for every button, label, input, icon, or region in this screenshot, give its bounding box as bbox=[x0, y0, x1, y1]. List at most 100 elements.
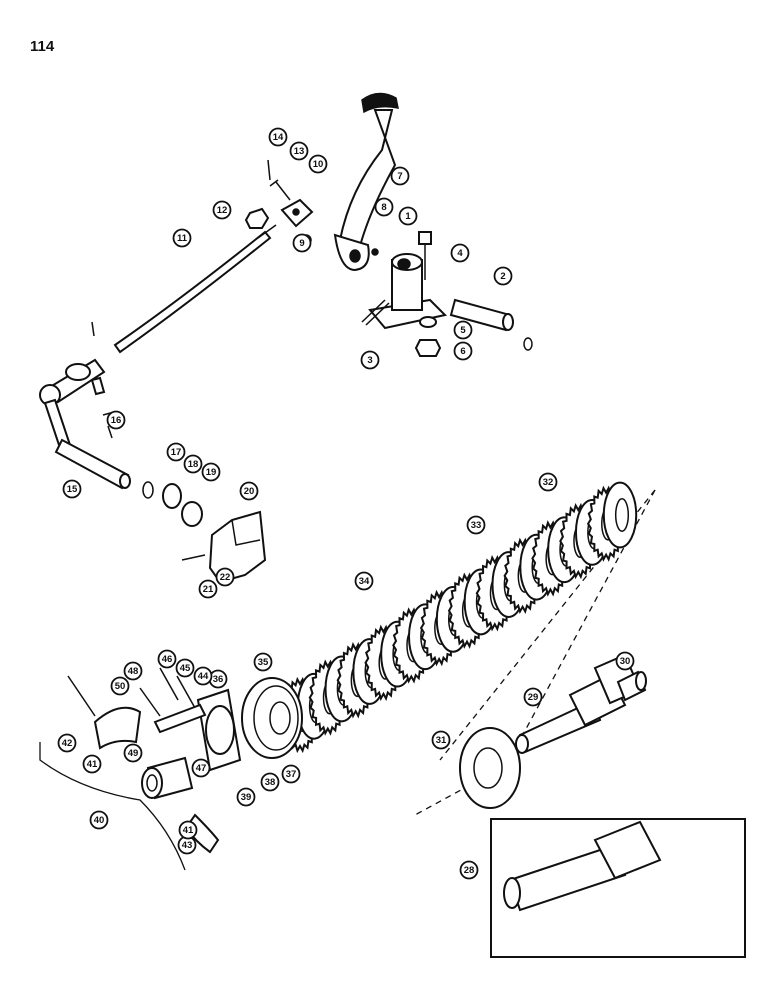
callout-label: 22 bbox=[220, 572, 231, 583]
callout-35: 35 bbox=[253, 652, 273, 672]
pilot-bearing bbox=[616, 670, 647, 702]
callout-label: 42 bbox=[62, 738, 73, 749]
callout-6: 6 bbox=[453, 341, 473, 361]
collar-bolt bbox=[67, 675, 96, 717]
inset-input-shaft bbox=[503, 820, 662, 912]
callout-37: 37 bbox=[281, 764, 301, 784]
callout-label: 6 bbox=[460, 346, 465, 357]
release-bearing bbox=[141, 756, 194, 800]
callout-22: 22 bbox=[215, 567, 235, 587]
callout-label: 39 bbox=[241, 792, 252, 803]
ball bbox=[371, 248, 379, 256]
callout-label: 28 bbox=[464, 865, 475, 876]
callout-label: 1 bbox=[405, 211, 411, 222]
bushing bbox=[181, 501, 203, 527]
callout-41: 41 bbox=[178, 820, 198, 840]
spring-pin bbox=[267, 159, 271, 181]
upper-collar-half bbox=[93, 706, 142, 750]
link bbox=[153, 703, 207, 734]
callout-label: 15 bbox=[67, 484, 78, 495]
callout-label: 19 bbox=[206, 467, 217, 478]
callout-label: 7 bbox=[397, 171, 402, 182]
group-bracket bbox=[39, 742, 186, 871]
clevis-pin bbox=[269, 179, 291, 201]
callout-10: 10 bbox=[308, 154, 328, 174]
pedal-pin bbox=[449, 298, 533, 351]
callout-label: 41 bbox=[87, 759, 98, 770]
callout-46: 46 bbox=[157, 649, 177, 669]
page-number: 114 bbox=[30, 38, 55, 55]
small-pin bbox=[91, 321, 95, 337]
callout-label: 38 bbox=[265, 777, 276, 788]
callout-label: 8 bbox=[381, 202, 386, 213]
callout-label: 45 bbox=[180, 663, 191, 674]
callout-label: 37 bbox=[286, 769, 297, 780]
callout-30: 30 bbox=[615, 651, 635, 671]
callout-layer: 1234567891011121314151617181920212228293… bbox=[57, 127, 635, 880]
callout-49: 49 bbox=[123, 743, 143, 763]
callout-4: 4 bbox=[450, 243, 470, 263]
callout-34: 34 bbox=[354, 571, 374, 591]
callout-31: 31 bbox=[431, 730, 451, 750]
callout-3: 3 bbox=[360, 350, 380, 370]
callout-17: 17 bbox=[166, 442, 186, 462]
callout-9: 9 bbox=[292, 233, 312, 253]
release-fork bbox=[208, 510, 267, 584]
callout-13: 13 bbox=[289, 141, 309, 161]
callout-47: 47 bbox=[191, 758, 211, 778]
callout-28: 28 bbox=[459, 860, 479, 880]
callout-label: 48 bbox=[128, 666, 139, 677]
callout-label: 3 bbox=[367, 355, 372, 366]
callout-label: 21 bbox=[203, 584, 214, 595]
callout-label: 49 bbox=[128, 748, 139, 759]
callout-29: 29 bbox=[523, 687, 543, 707]
callout-40: 40 bbox=[89, 810, 109, 830]
release-housing bbox=[196, 688, 242, 772]
callout-label: 40 bbox=[94, 815, 105, 826]
callout-label: 29 bbox=[528, 692, 539, 703]
callout-label: 30 bbox=[620, 656, 631, 667]
callout-label: 12 bbox=[217, 205, 228, 216]
callout-label: 41 bbox=[183, 825, 194, 836]
jam-nut bbox=[244, 207, 270, 229]
callout-8: 8 bbox=[374, 197, 394, 217]
callout-36: 36 bbox=[208, 669, 228, 689]
inset-box bbox=[490, 818, 746, 958]
callout-41: 41 bbox=[82, 754, 102, 774]
callout-18: 18 bbox=[183, 454, 203, 474]
callout-label: 11 bbox=[177, 233, 188, 244]
callout-label: 36 bbox=[213, 674, 224, 685]
callout-label: 32 bbox=[543, 477, 554, 488]
callout-45: 45 bbox=[175, 658, 195, 678]
callout-11: 11 bbox=[172, 228, 192, 248]
callout-label: 31 bbox=[436, 735, 447, 746]
callout-33: 33 bbox=[466, 515, 486, 535]
callout-14: 14 bbox=[268, 127, 288, 147]
link-pin-a bbox=[159, 667, 179, 701]
callout-32: 32 bbox=[538, 472, 558, 492]
callout-label: 13 bbox=[294, 146, 305, 157]
lever-bolt bbox=[90, 376, 106, 396]
callout-label: 47 bbox=[196, 763, 207, 774]
callout-label: 50 bbox=[115, 681, 126, 692]
callout-label: 10 bbox=[313, 159, 324, 170]
callout-label: 18 bbox=[188, 459, 199, 470]
callout-label: 2 bbox=[500, 271, 505, 282]
clevis bbox=[280, 198, 314, 228]
callout-16: 16 bbox=[106, 410, 126, 430]
callout-label: 14 bbox=[273, 132, 284, 143]
clutch-disc-pack bbox=[280, 481, 638, 754]
callout-label: 9 bbox=[299, 238, 304, 249]
clutch-pedal bbox=[333, 92, 399, 272]
callout-48: 48 bbox=[123, 661, 143, 681]
callout-39: 39 bbox=[236, 787, 256, 807]
callout-19: 19 bbox=[201, 462, 221, 482]
callout-label: 43 bbox=[182, 840, 193, 851]
washer bbox=[419, 316, 437, 328]
snap-ring bbox=[142, 481, 154, 499]
callout-44: 44 bbox=[193, 666, 213, 686]
release-lever bbox=[39, 358, 131, 490]
bracket-bolt bbox=[418, 231, 432, 280]
link-pin-b bbox=[176, 675, 196, 709]
callout-50: 50 bbox=[110, 676, 130, 696]
